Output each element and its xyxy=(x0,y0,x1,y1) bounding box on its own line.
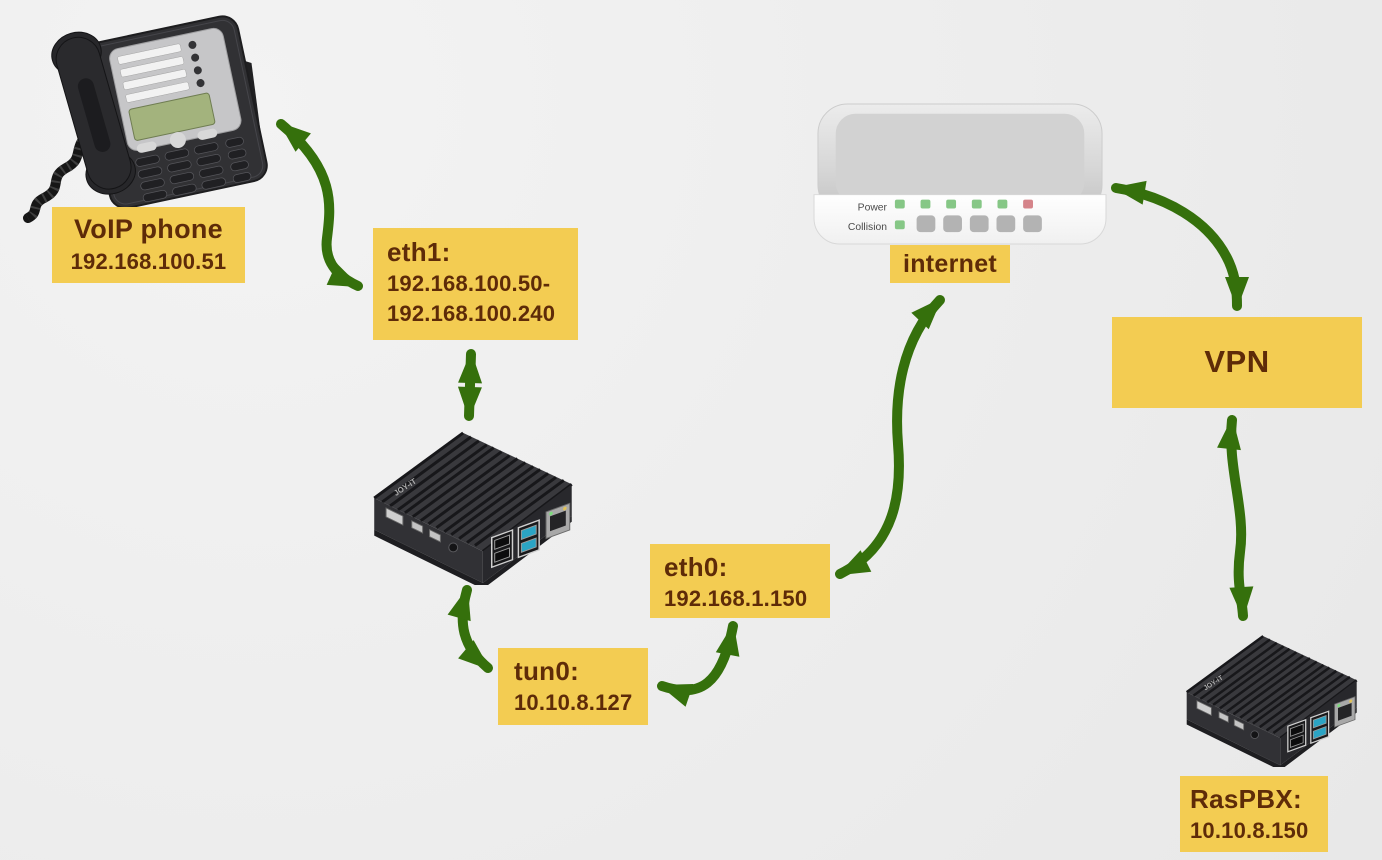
phone-keypad xyxy=(135,136,252,203)
voip-phone-image xyxy=(23,15,268,223)
raspberry-pi-case-image xyxy=(362,427,580,585)
voip-phone-label: VoIP phone 192.168.100.51 xyxy=(52,207,245,283)
eth0-title: eth0: xyxy=(664,552,728,582)
internet-title: internet xyxy=(902,250,998,278)
eth1-title: eth1: xyxy=(387,237,451,267)
eth0-ip: 192.168.1.150 xyxy=(664,585,808,611)
eth1-range-start: 192.168.100.50- xyxy=(387,270,551,296)
eth0-label: eth0: 192.168.1.150 xyxy=(650,544,830,618)
phone-nav-keys xyxy=(136,128,218,153)
raspbx-pi-case-image xyxy=(1176,631,1364,767)
vpn-label: VPN xyxy=(1112,317,1362,408)
router-power-label: Power xyxy=(858,202,888,213)
raspbx-ip: 10.10.8.150 xyxy=(1190,817,1309,843)
internet-router-image: Power Collision xyxy=(813,103,1107,245)
phone-handset xyxy=(51,31,136,195)
raspbx-title: RasPBX: xyxy=(1190,784,1302,814)
arrow-tun0-eth0 xyxy=(657,621,740,707)
tun0-title: tun0: xyxy=(514,656,580,686)
eth1-range-end: 192.168.100.240 xyxy=(387,301,556,327)
voip-phone-title: VoIP phone xyxy=(73,214,223,244)
router-port-row xyxy=(894,215,1042,233)
vpn-title: VPN xyxy=(1204,344,1270,380)
router-collision-label: Collision xyxy=(848,222,887,233)
voip-phone-ip: 192.168.100.51 xyxy=(70,248,227,274)
internet-label: internet xyxy=(890,245,1010,283)
arrow-eth0-internet xyxy=(835,295,945,579)
raspbx-label: RasPBX: 10.10.8.150 xyxy=(1180,776,1328,852)
phone-cord-icon xyxy=(23,127,97,223)
phone-program-keys xyxy=(117,40,205,103)
arrow-vpn-raspbx xyxy=(1217,415,1254,621)
arrow-phone-eth1 xyxy=(276,119,363,291)
tun0-label: tun0: 10.10.8.127 xyxy=(498,648,648,725)
eth1-label: eth1: 192.168.100.50- 192.168.100.240 xyxy=(373,228,578,340)
arrow-eth1-pi xyxy=(457,349,483,421)
arrow-router-vpn xyxy=(1111,180,1249,311)
router-panel: Power Collision xyxy=(848,199,1042,233)
phone-lcd xyxy=(128,92,216,141)
tun0-ip: 10.10.8.127 xyxy=(514,689,633,715)
router-led-row xyxy=(894,199,1033,209)
arrow-pi-tun0 xyxy=(447,585,493,673)
